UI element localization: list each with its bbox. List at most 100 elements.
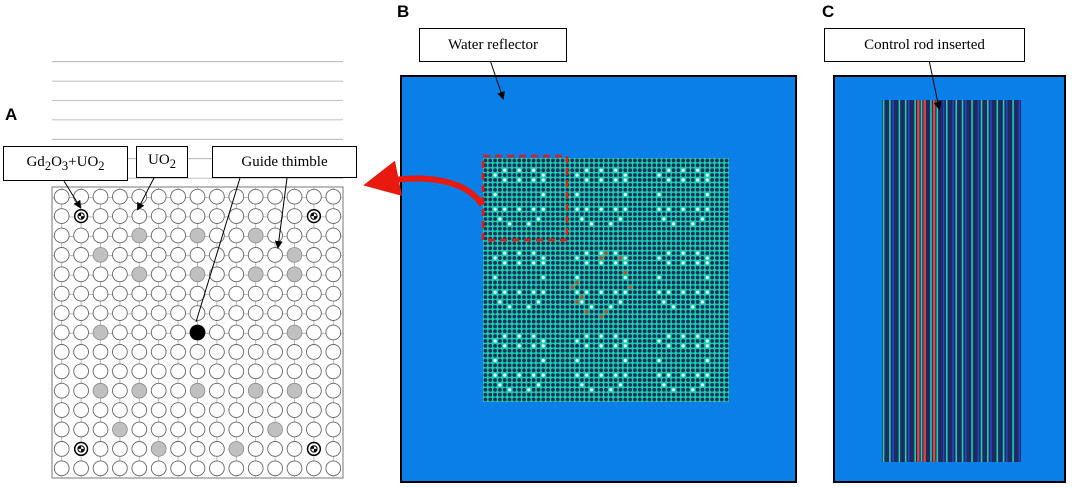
- core-fuel-pin: [507, 163, 512, 168]
- core-fuel-pin: [628, 192, 633, 197]
- core-guide-pin: [667, 168, 671, 172]
- core-fuel-pin: [589, 158, 594, 163]
- core-fuel-pin: [589, 319, 594, 324]
- core-fuel-pin: [488, 304, 493, 309]
- core-fuel-pin: [681, 226, 686, 231]
- core-fuel-pin: [497, 212, 502, 217]
- core-fuel-pin: [719, 173, 724, 177]
- core-fuel-pin: [575, 280, 579, 285]
- core-fuel-pin: [710, 353, 715, 358]
- core-fuel-pin: [700, 261, 705, 265]
- core-fuel-pin: [715, 207, 719, 212]
- core-fuel-pin: [579, 343, 584, 348]
- core-fuel-pin: [483, 358, 488, 363]
- core-fuel-pin: [594, 256, 599, 260]
- core-guide-pin: [493, 207, 497, 211]
- core-fuel-pin: [502, 173, 507, 177]
- core-fuel-pin: [715, 348, 719, 353]
- core-fuel-pin: [623, 217, 628, 221]
- core-fuel-pin: [628, 241, 633, 246]
- core-fuel-pin: [541, 319, 546, 324]
- core-fuel-pin: [715, 368, 719, 373]
- core-fuel-pin: [570, 324, 575, 329]
- core-guide-pin: [575, 290, 579, 294]
- core-guide-pin: [503, 334, 507, 338]
- core-fuel-pin: [666, 246, 671, 251]
- uo2-fuel-pin: [228, 344, 245, 360]
- core-fuel-pin: [594, 246, 599, 251]
- core-fuel-pin: [618, 197, 623, 202]
- core-fuel-pin: [637, 197, 642, 202]
- core-fuel-pin: [690, 343, 695, 348]
- core-fuel-pin: [579, 246, 584, 251]
- core-fuel-pin: [570, 231, 575, 236]
- water-reflector-label: Water reflector: [419, 28, 567, 62]
- core-fuel-pin: [647, 202, 652, 207]
- core-fuel-pin: [613, 285, 618, 290]
- core-fuel-pin: [531, 256, 536, 260]
- core-fuel-pin: [517, 182, 522, 187]
- core-fuel-pin: [551, 319, 555, 324]
- core-fuel-pin: [705, 241, 710, 246]
- core-fuel-pin: [642, 343, 647, 348]
- core-fuel-pin: [642, 329, 647, 334]
- core-fuel-pin: [584, 285, 589, 290]
- core-fuel-pin: [536, 173, 541, 177]
- core-fuel-pin: [681, 358, 686, 363]
- uo2-fuel-pin: [267, 344, 283, 360]
- core-fuel-pin: [579, 182, 584, 187]
- core-fuel-pin: [502, 368, 507, 373]
- core-fuel-pin: [681, 275, 686, 280]
- core-fuel-pin: [599, 314, 604, 319]
- core-fuel-pin: [555, 261, 560, 265]
- core-fuel-pin: [604, 285, 608, 290]
- core-fuel-pin: [724, 339, 729, 343]
- uo2-fuel-pin: [189, 363, 206, 380]
- uo2-fuel-pin: [247, 402, 264, 418]
- uo2-fuel-pin: [170, 460, 186, 477]
- core-fuel-pin: [710, 187, 715, 192]
- core-fuel-pin: [541, 348, 546, 353]
- core-fuel-pin: [690, 290, 695, 295]
- core-fuel-pin: [633, 348, 637, 353]
- core-fuel-pin: [676, 300, 681, 304]
- core-fuel-pin: [642, 363, 647, 368]
- core-fuel-pin: [560, 202, 565, 207]
- core-fuel-pin: [536, 285, 541, 290]
- core-fuel-pin: [512, 280, 517, 285]
- core-fuel-pin: [594, 187, 599, 192]
- core-fuel-pin: [628, 339, 633, 343]
- core-fuel-pin: [594, 304, 599, 309]
- uo2-fuel-pin: [150, 421, 167, 438]
- core-fuel-pin: [686, 348, 690, 353]
- core-fuel-pin: [705, 182, 710, 187]
- core-fuel-pin: [666, 270, 671, 275]
- core-fuel-pin: [724, 192, 729, 197]
- core-fuel-pin: [642, 334, 647, 339]
- core-fuel-pin: [681, 339, 686, 343]
- core-fuel-pin: [551, 368, 555, 373]
- core-guide-pin: [575, 193, 579, 197]
- core-fuel-pin: [565, 187, 570, 192]
- core-fuel-pin: [652, 187, 657, 192]
- core-fuel-pin: [647, 192, 652, 197]
- core-fuel-pin: [681, 231, 686, 236]
- core-fuel-pin: [661, 163, 666, 168]
- core-guide-pin: [517, 344, 521, 348]
- core-fuel-pin: [700, 221, 705, 226]
- core-fuel-pin: [517, 304, 522, 309]
- core-fuel-pin: [551, 265, 555, 270]
- uo2-fuel-pin: [247, 188, 264, 205]
- core-fuel-pin: [671, 324, 676, 329]
- core-fuel-pin: [531, 300, 536, 304]
- core-fuel-pin: [589, 231, 594, 236]
- core-guide-pin: [681, 207, 685, 211]
- core-guide-pin: [657, 290, 661, 294]
- core-guide-pin: [599, 168, 603, 172]
- core-fuel-pin: [599, 324, 604, 329]
- core-fuel-pin: [666, 304, 671, 309]
- core-fuel-pin: [719, 304, 724, 309]
- core-fuel-pin: [526, 251, 531, 256]
- core-guide-pin: [493, 339, 497, 343]
- core-fuel-pin: [719, 226, 724, 231]
